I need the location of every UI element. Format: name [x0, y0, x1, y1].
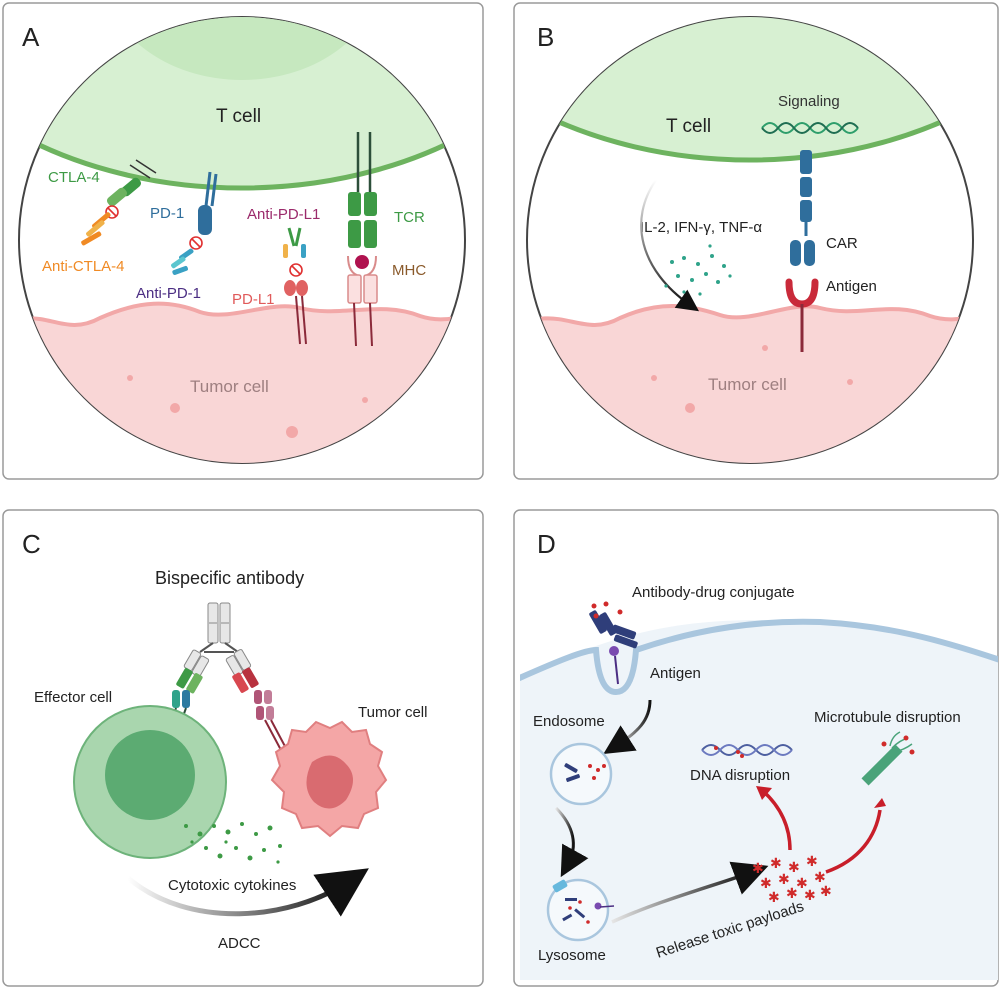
microtubule-arrowhead — [874, 798, 886, 808]
maturation-arrow — [554, 806, 589, 878]
anti-pdl1-label: Anti-PD-L1 — [247, 206, 320, 223]
mhc-label: MHC — [392, 262, 426, 279]
anti-ctla4-label: Anti-CTLA-4 — [42, 258, 125, 275]
panel-a: A T cell Tumor cell CTLA-4 — [2, 2, 484, 480]
t-cell-label: T cell — [216, 106, 261, 127]
pd1-label: PD-1 — [150, 205, 184, 222]
tumor-dot — [651, 375, 657, 381]
svg-text:✱: ✱ — [796, 875, 808, 891]
panel-c-letter: C — [22, 529, 41, 559]
dna-arrow — [760, 788, 792, 851]
ctla4-block-icon — [105, 205, 119, 219]
panel-a-letter: A — [22, 22, 40, 52]
antigen-label: Antigen — [826, 278, 877, 295]
bispecific-antibody — [176, 602, 259, 694]
t-cell-label: T cell — [666, 116, 711, 137]
panel-b-letter: B — [537, 22, 554, 52]
toxic-payload-cluster: ✱✱ ✱✱ ✱✱ ✱✱ ✱✱ ✱✱ — [752, 853, 832, 905]
svg-text:✱: ✱ — [820, 883, 832, 899]
dna-label: DNA disruption — [690, 767, 790, 784]
release-arrow — [611, 861, 769, 924]
cytokines-label: Cytotoxic cytokines — [168, 877, 296, 894]
anti-ctla4-antibody — [81, 212, 111, 246]
panel-c-frame — [2, 509, 484, 987]
car-receptor — [790, 150, 815, 266]
adc-antibody — [589, 601, 638, 649]
svg-text:✱: ✱ — [752, 860, 764, 876]
car-label: CAR — [826, 235, 858, 252]
adc-label: Antibody-drug conjugate — [632, 584, 795, 601]
bispecific-title: Bispecific antibody — [155, 568, 304, 588]
anti-pd1-antibody — [171, 248, 194, 275]
tumor-dot — [286, 426, 298, 438]
panel-d-letter: D — [537, 529, 556, 559]
effector-cell — [73, 705, 227, 859]
antigen-receptor — [609, 646, 619, 685]
dna-arrowhead — [756, 786, 772, 800]
pd1-receptor — [198, 171, 218, 235]
svg-text:✱: ✱ — [768, 889, 780, 905]
tumor-dot — [847, 379, 853, 385]
dna-icon — [701, 744, 793, 758]
microtubule-icon — [861, 731, 915, 786]
tumor-dot — [362, 397, 368, 403]
tumor-dot — [127, 375, 133, 381]
svg-text:✱: ✱ — [804, 887, 816, 903]
endosome — [549, 742, 613, 806]
svg-text:✱: ✱ — [786, 885, 798, 901]
lysosome — [546, 878, 615, 942]
cell-membrane — [520, 618, 998, 696]
effector-cell-label: Effector cell — [34, 689, 112, 706]
svg-text:✱: ✱ — [806, 853, 818, 869]
lysosome-label: Lysosome — [538, 947, 606, 964]
antigen-receptor — [785, 278, 819, 352]
tumor-cell-label: Tumor cell — [358, 704, 427, 721]
microtubule-arrow — [825, 809, 882, 874]
antigen-peptide — [355, 255, 369, 269]
panel-b: B T cell Signaling IL-2, IFN-γ, TNF-α — [513, 2, 999, 480]
anti-pd1-label: Anti-PD-1 — [136, 285, 201, 302]
pdl1-label: PD-L1 — [232, 291, 275, 308]
cytokines-label: IL-2, IFN-γ, TNF-α — [640, 219, 762, 236]
tcr-receptor — [348, 132, 377, 248]
signaling-dna-icon — [761, 122, 859, 134]
cell-cytoplasm — [520, 620, 998, 980]
ctla4-label: CTLA-4 — [48, 169, 100, 186]
adcc-label: ADCC — [218, 935, 261, 952]
internalize-arrow — [603, 699, 652, 755]
svg-text:✱: ✱ — [788, 859, 800, 875]
svg-text:✱: ✱ — [814, 869, 826, 885]
pdl1-block-icon — [289, 263, 303, 277]
panel-d: D Antibody-drug conjugate Antigen Endoso… — [513, 509, 999, 987]
svg-text:✱: ✱ — [760, 875, 772, 891]
panel-c: C Bispecific antibody — [2, 509, 484, 987]
tumor-dot — [762, 345, 768, 351]
tumor-dot — [685, 403, 695, 413]
signaling-label: Signaling — [778, 93, 840, 110]
tcr-label: TCR — [394, 209, 425, 226]
antigen-label: Antigen — [650, 665, 701, 682]
ctla4-receptor — [106, 159, 157, 207]
pdl1-ligand — [284, 280, 308, 345]
secretion-arrow — [640, 179, 700, 312]
tumor-antigen — [254, 690, 289, 753]
microtubule-label: Microtubule disruption — [814, 709, 961, 726]
anti-pdl1-antibody — [283, 227, 306, 258]
mhc-molecule — [347, 255, 378, 347]
adcc-arrow — [126, 868, 369, 917]
tumor-cell-label: Tumor cell — [708, 375, 787, 394]
cytokine-dots — [664, 244, 732, 296]
endosome-label: Endosome — [533, 713, 605, 730]
cytokine-dots — [184, 822, 282, 864]
tumor-dot — [170, 403, 180, 413]
pd1-block-icon — [189, 236, 203, 250]
tumor-cell-label: Tumor cell — [190, 377, 269, 396]
tumor-cell — [270, 720, 388, 838]
svg-text:✱: ✱ — [778, 871, 790, 887]
svg-text:✱: ✱ — [770, 855, 782, 871]
